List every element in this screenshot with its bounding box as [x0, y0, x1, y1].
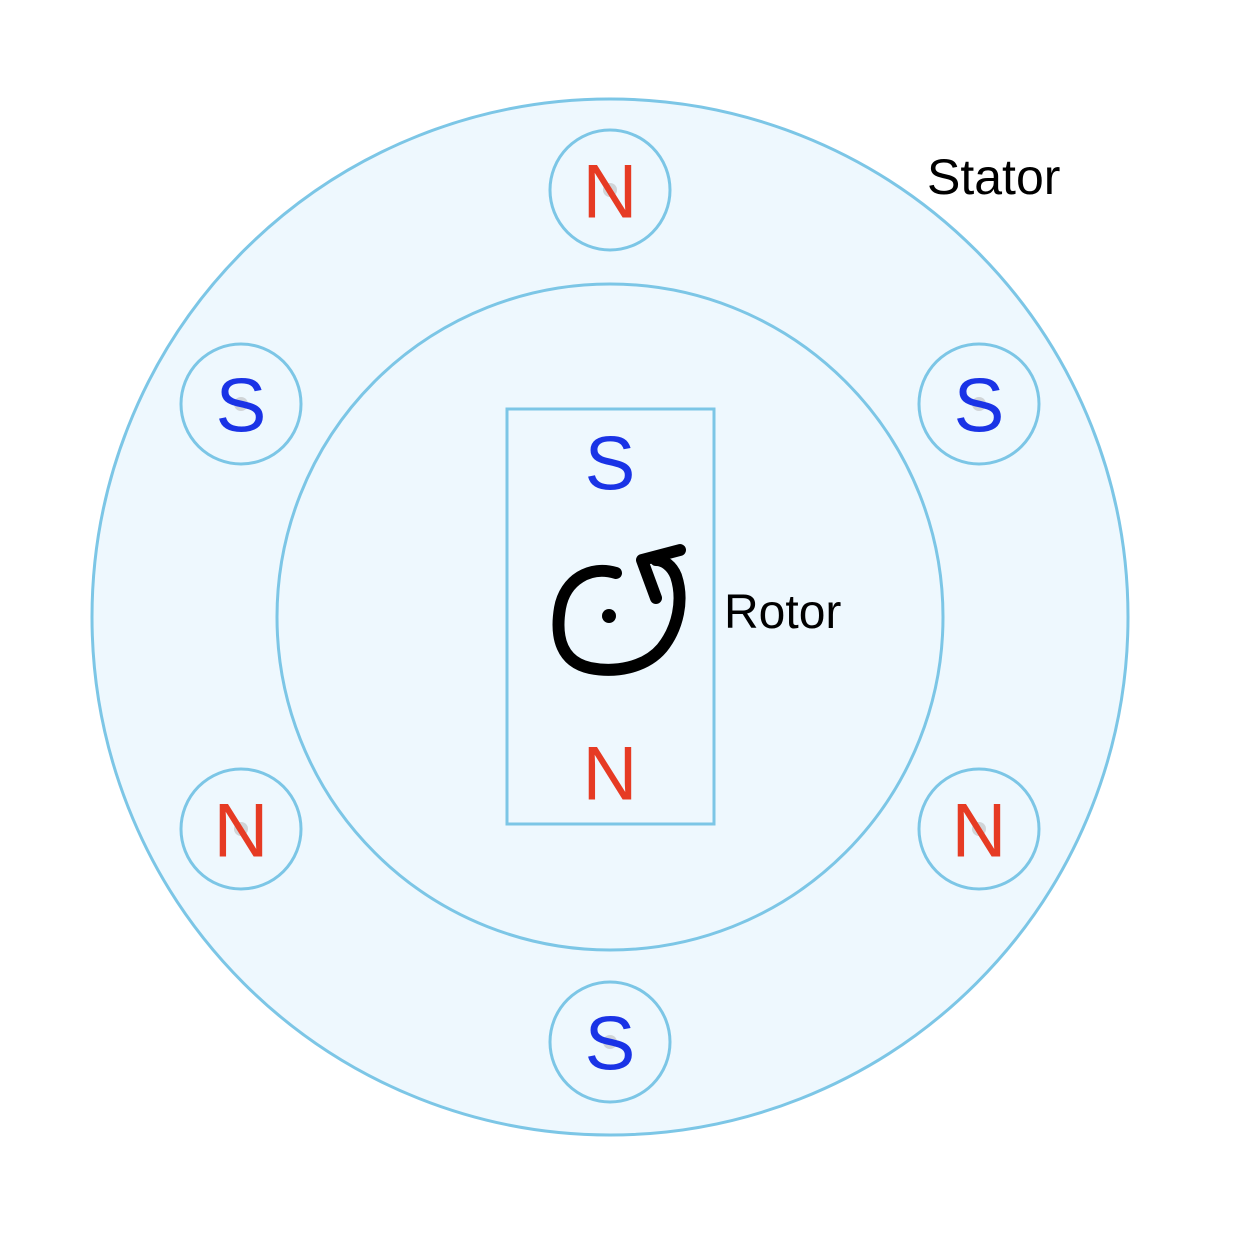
axle-dot-icon	[602, 609, 616, 623]
stator-label: Stator	[927, 149, 1061, 205]
stator-pole-upper-left-letter: S	[216, 364, 267, 449]
counterclockwise-rotation-arrow-icon	[552, 554, 686, 676]
stator-pole-top: N	[548, 128, 672, 252]
stator-pole-upper-left: S	[179, 342, 303, 466]
stator-pole-lower-left-letter: N	[214, 789, 269, 874]
rotor-magnet: S N	[505, 407, 716, 826]
stator-pole-lower-right: N	[917, 767, 1041, 891]
stator-pole-lower-right-letter: N	[952, 789, 1007, 874]
stator-pole-upper-right-letter: S	[954, 364, 1005, 449]
rotor-pole-top-letter: S	[585, 422, 636, 507]
rotor-label: Rotor	[724, 586, 842, 639]
stator-pole-top-letter: N	[583, 150, 638, 235]
stator-pole-upper-right: S	[917, 342, 1041, 466]
rotation-arrowhead-icon	[636, 544, 686, 604]
stator-pole-lower-left: N	[179, 767, 303, 891]
rotor-pole-bottom-letter: N	[583, 732, 638, 817]
stator-pole-bottom: S	[548, 980, 672, 1104]
stator-pole-bottom-letter: S	[585, 1002, 636, 1087]
